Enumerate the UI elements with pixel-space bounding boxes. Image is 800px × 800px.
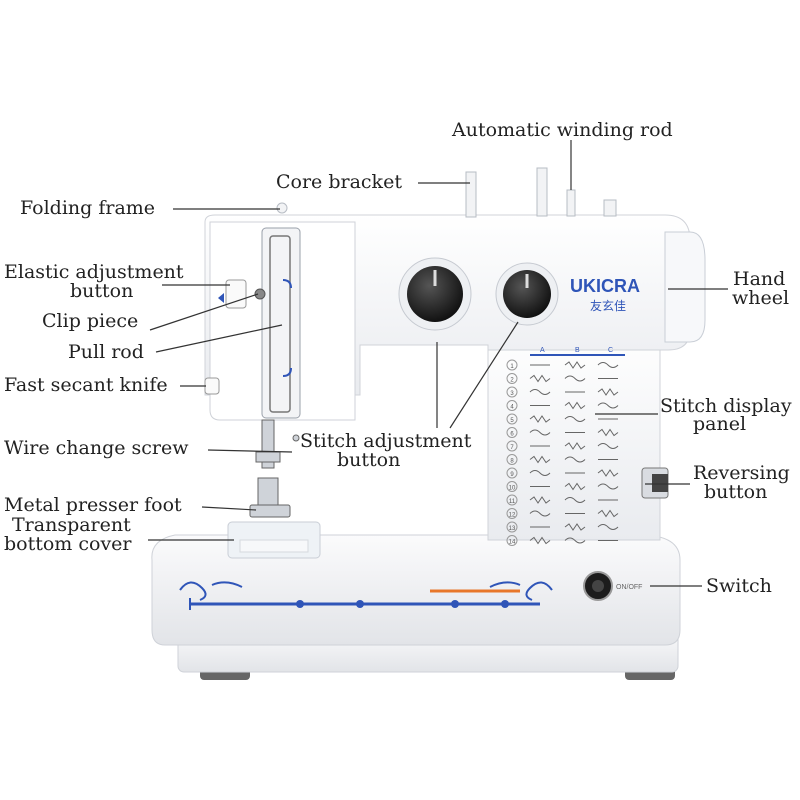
stitch-pattern-icon — [564, 375, 586, 382]
elastic-adjustment-button — [225, 279, 247, 309]
stitch-pattern-icon — [529, 536, 551, 545]
label-metal-presser-foot: Metal presser foot — [4, 494, 182, 516]
label-hand-wheel-line2: wheel — [732, 287, 790, 309]
stitch-pattern-icon — [564, 482, 586, 491]
stitch-row-number: 3 — [510, 391, 514, 397]
label-wire-change-screw: Wire change screw — [4, 437, 189, 459]
stitch-dials — [398, 257, 559, 331]
stitch-row-marker — [506, 508, 518, 519]
stitch-pattern-icon — [529, 389, 551, 395]
stitch-row-marker — [506, 467, 518, 479]
stitch-row-marker — [506, 386, 518, 398]
stitch-row-marker — [506, 521, 518, 533]
stitch-row-number: 14 — [509, 540, 516, 546]
stitch-pattern-icon — [564, 537, 586, 544]
stitch-column-header: A — [540, 347, 545, 354]
label-clip-piece: Clip piece — [42, 310, 139, 332]
stitch-pattern-icon — [597, 509, 619, 518]
stitch-row-marker — [506, 535, 518, 546]
head-face — [261, 227, 301, 419]
label-elastic-adjustment-line1: Elastic adjustment — [4, 261, 184, 283]
stitch-row-number: 5 — [510, 418, 514, 424]
heart-decorations — [296, 600, 509, 608]
label-reversing-line2: button — [704, 481, 768, 503]
stitch-pattern-icon — [597, 362, 619, 368]
brand-logo-subtext: 友玄佳 — [590, 298, 626, 313]
stitch-pattern-icon — [529, 455, 551, 464]
stitch-pattern-icon — [564, 401, 586, 410]
stitch-row-marker — [506, 494, 518, 506]
stitch-pattern-icon — [564, 497, 586, 503]
stitch-row-number: 2 — [510, 378, 514, 384]
stitch-row-number: 10 — [509, 486, 516, 492]
switch-text: ON/OFF — [616, 584, 642, 591]
stitch-pattern-icon — [597, 443, 619, 449]
stitch-pattern-icon — [529, 470, 551, 476]
stitch-row-marker — [506, 440, 518, 452]
stitch-pattern-icon — [597, 428, 619, 437]
stitch-column-header: C — [608, 347, 613, 354]
stitch-pattern-icon — [597, 469, 619, 477]
label-stitch-display-line2: panel — [693, 413, 747, 435]
leader-lines — [148, 140, 728, 587]
label-transparent-bottom-cover-line1: Transparent — [12, 514, 131, 536]
label-fast-secant-knife: Fast secant knife — [4, 374, 168, 396]
stitch-pattern-icon — [597, 483, 619, 490]
stitch-row-number: 6 — [510, 432, 514, 438]
stitch-column-header: B — [575, 347, 580, 354]
stitch-row-number: 11 — [509, 499, 516, 505]
label-elastic-adjustment-line2: button — [70, 280, 134, 302]
stitch-pattern-icon — [564, 442, 586, 450]
stitch-row-marker — [506, 427, 518, 438]
stitch-row-number: 13 — [509, 526, 516, 532]
label-transparent-bottom-cover-line2: bottom cover — [4, 533, 132, 555]
stitch-pattern-icon — [529, 510, 551, 517]
label-stitch-adjustment-line1: Stitch adjustment — [300, 430, 472, 452]
label-automatic-winding-rod: Automatic winding rod — [452, 119, 673, 141]
hand-wheel — [664, 231, 706, 343]
label-reversing-line1: Reversing — [693, 462, 790, 484]
stitch-pattern-icon — [529, 429, 551, 436]
label-core-bracket: Core bracket — [276, 171, 402, 193]
stitch-row-marker — [506, 481, 518, 492]
fast-secant-knife — [204, 377, 220, 395]
stitch-pattern-icon — [529, 496, 551, 504]
base-decoration — [179, 581, 553, 610]
brand-logo: UKICRA — [570, 276, 640, 296]
stitch-row-marker — [506, 454, 518, 465]
stitch-row-number: 4 — [510, 405, 514, 411]
machine-base — [151, 534, 681, 646]
stitch-pattern-icon — [529, 415, 551, 423]
stitch-row-marker — [506, 413, 518, 425]
label-hand-wheel-line1: Hand — [733, 268, 786, 290]
stitch-row-number: 9 — [510, 472, 514, 478]
stitch-row-number: 8 — [510, 459, 514, 465]
stitch-pattern-icon — [564, 523, 586, 531]
stitch-pattern-icon — [529, 374, 551, 383]
label-stitch-adjustment-line2: button — [337, 449, 401, 471]
spool-pins — [276, 167, 617, 218]
stitch-pattern-icon — [597, 402, 619, 409]
label-pull-rod: Pull rod — [68, 341, 144, 363]
stitch-pattern-icon — [564, 456, 586, 463]
stitch-row-marker — [506, 359, 518, 371]
stitch-pattern-icon — [597, 388, 619, 396]
label-stitch-display-line1: Stitch display — [660, 395, 792, 417]
stitch-row-number: 12 — [509, 513, 516, 519]
stitch-pattern-icon — [564, 416, 586, 422]
stitch-pattern-icon — [597, 524, 619, 530]
stitch-row-marker — [506, 400, 518, 411]
stitch-row-number: 1 — [510, 364, 514, 370]
stitch-row-number: 7 — [510, 445, 514, 451]
stitch-pattern-icon — [564, 361, 586, 369]
stitch-row-marker — [506, 373, 518, 384]
label-folding-frame: Folding frame — [20, 197, 156, 219]
presser-foot-assembly — [249, 419, 300, 518]
label-switch: Switch — [706, 575, 772, 597]
clip-piece — [254, 288, 266, 300]
